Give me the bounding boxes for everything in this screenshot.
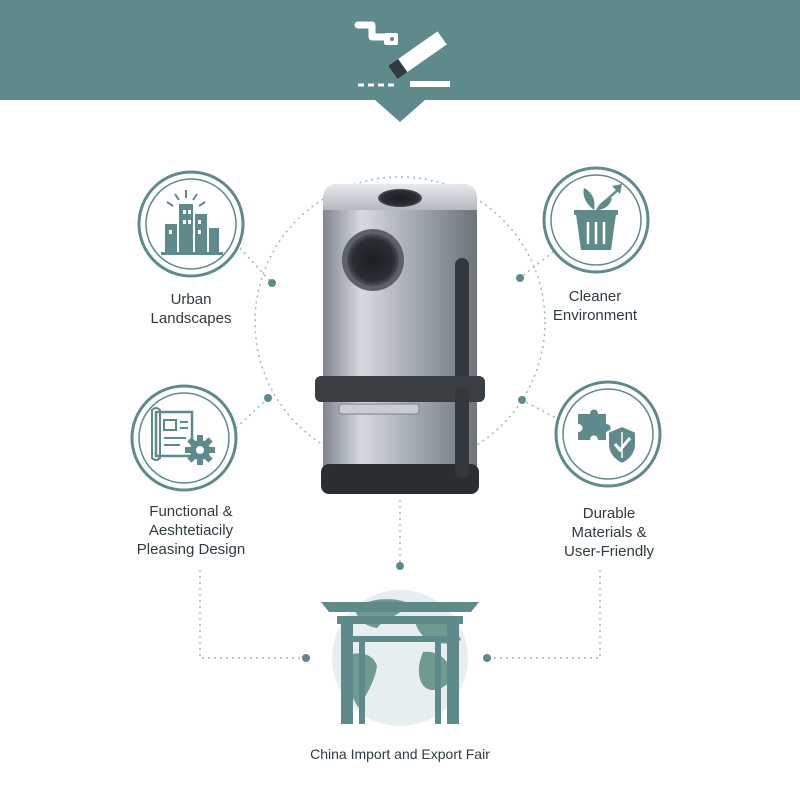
plant-recycle-bin-icon [542, 166, 650, 274]
cigarette-disposal-icon [354, 21, 450, 87]
feature-label-urban: Urban Landscapes [150, 291, 232, 327]
globe-gate-icon [321, 590, 479, 726]
blueprint-gear-icon [130, 384, 238, 492]
puzzle-shield-icon [554, 380, 662, 488]
feature-label-cleaner: Cleaner Environment [552, 288, 638, 324]
fair-caption: China Import and Export Fair [310, 746, 490, 762]
banner-pointer [375, 100, 425, 122]
feature-label-durable: Durable Materials & User-Friendly [563, 505, 654, 560]
header-banner [0, 0, 800, 100]
city-skyline-icon [137, 170, 245, 278]
smart-trash-bin [315, 184, 485, 494]
feature-label-functional: Functional & Aeshtetiacily Pleasing Desi… [136, 503, 246, 558]
